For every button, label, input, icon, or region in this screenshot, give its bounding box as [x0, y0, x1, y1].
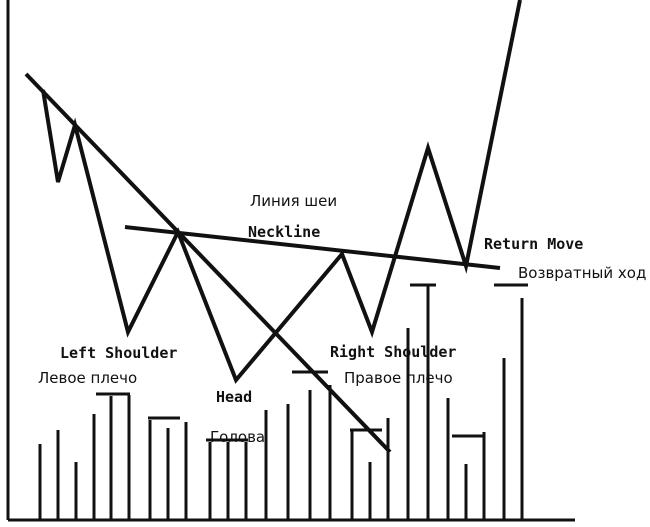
neckline-line — [124, 225, 501, 270]
return-move-label-en: Return Move — [484, 235, 583, 253]
left-shoulder-label-ru: Левое плечо — [38, 369, 137, 387]
trend-line — [24, 72, 392, 454]
price-line — [41, 0, 522, 384]
right-shoulder-label-en: Right Shoulder — [330, 343, 456, 361]
left-shoulder-label-en: Left Shoulder — [60, 344, 177, 362]
volume-bars — [38, 283, 528, 520]
return-move-label-ru: Возвратный ход — [518, 264, 646, 282]
neckline-label-en: Neckline — [248, 223, 320, 241]
head-label-ru: Голова — [210, 428, 265, 446]
neckline-label-ru: Линия шеи — [250, 192, 337, 210]
right-shoulder-label-ru: Правое плечо — [344, 369, 453, 387]
head-label-en: Head — [216, 388, 252, 406]
